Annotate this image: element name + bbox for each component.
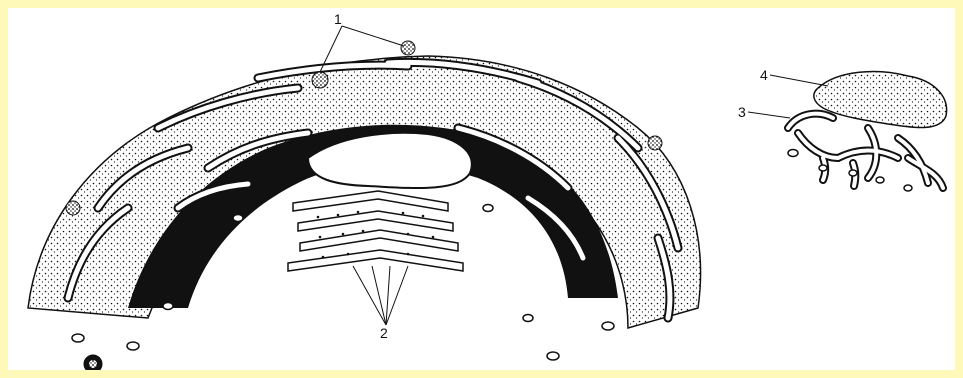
cisternae-stack: [288, 191, 463, 271]
large-reticular-structure: 1 2: [28, 11, 701, 370]
label-2: 2: [380, 325, 388, 341]
label-4: 4: [760, 67, 768, 83]
leaders-2: [353, 266, 408, 325]
diagram-frame: 1 2: [8, 8, 955, 370]
label-3: 3: [738, 104, 746, 120]
golgi-diagram: 1 2: [8, 8, 955, 370]
label-1: 1: [334, 11, 342, 27]
leader-1b: [342, 26, 404, 46]
leader-4: [770, 75, 828, 86]
leader-3: [748, 112, 790, 118]
small-reticular-structure: 4 3: [738, 67, 947, 191]
